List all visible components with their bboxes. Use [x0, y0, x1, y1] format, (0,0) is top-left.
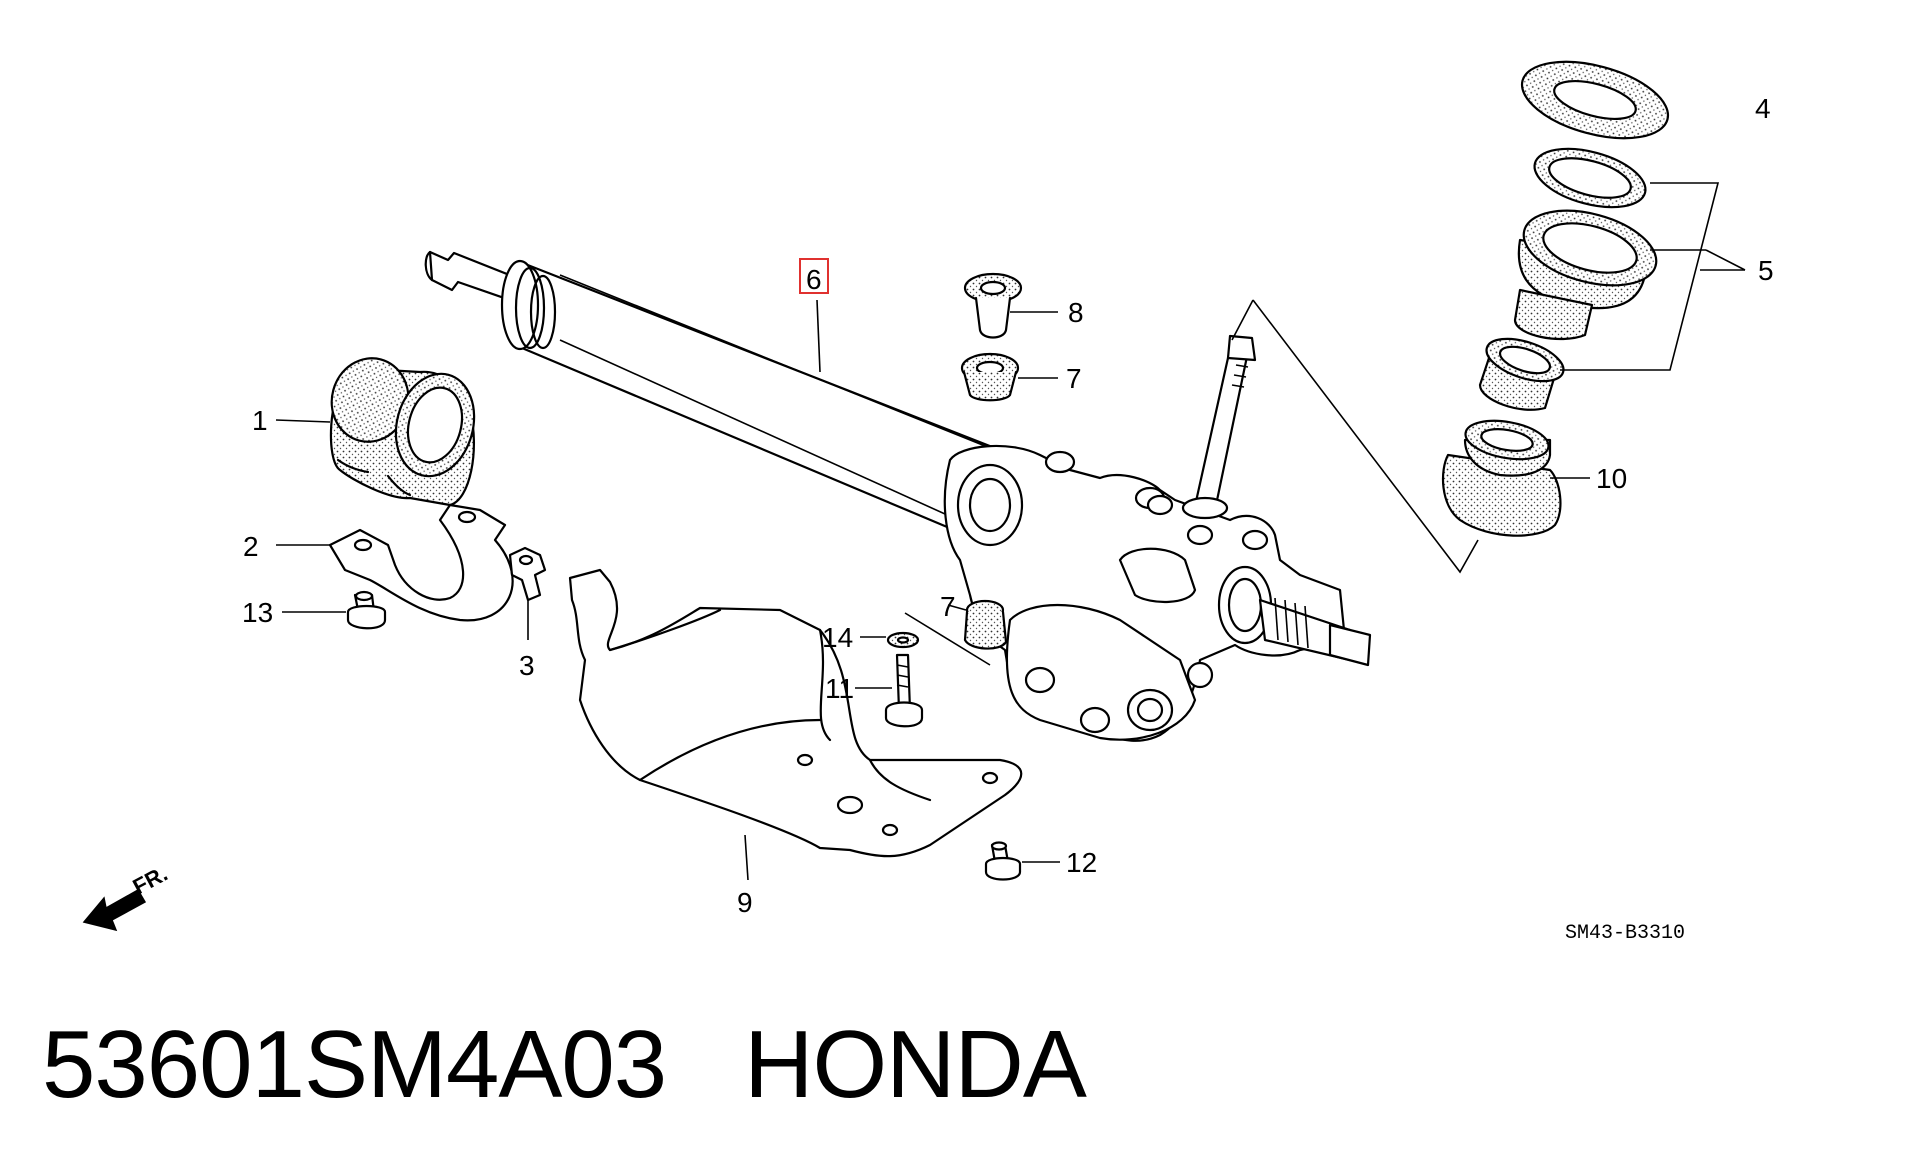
front-direction-arrow: FR.: [82, 861, 172, 932]
heat-shield-9: [568, 568, 1023, 881]
footer-caption: 53601SM4A03 HONDA: [42, 1010, 1087, 1120]
arrow-left-icon: [82, 888, 147, 932]
callout-7-lower: 7: [940, 591, 956, 622]
steering-rack-tube: [424, 250, 1002, 542]
callout-11: 11: [825, 673, 854, 704]
callout-2: 2: [243, 531, 259, 562]
callout-labels: 1 2 3 4 5 6 7 7 8 9 10 11 12 13 14: [242, 93, 1774, 918]
boot-10: [1442, 419, 1590, 537]
bearing-group-5: [1478, 147, 1746, 411]
grommet-7-upper: [960, 352, 1058, 402]
mount-bushing-1: [275, 357, 476, 507]
grommet-7-lower: [947, 599, 1008, 650]
callout-6: 6: [806, 264, 822, 295]
leader-6: [816, 299, 821, 373]
part-number: 53601SM4A03: [42, 1011, 667, 1118]
figure-code: SM43-B3310: [1565, 922, 1685, 945]
bushing-8: [963, 272, 1058, 339]
steering-gearbox: [943, 334, 1372, 742]
callout-14: 14: [822, 622, 853, 653]
bolt-11: [855, 653, 924, 728]
callout-4: 4: [1755, 93, 1771, 124]
callout-3: 3: [519, 650, 535, 681]
mount-bracket-2: [276, 503, 514, 622]
callout-12: 12: [1066, 847, 1097, 878]
leader-bracket-lines: [1231, 299, 1479, 574]
callout-1: 1: [252, 405, 268, 436]
callout-5: 5: [1758, 255, 1774, 286]
callout-7-upper: 7: [1066, 363, 1082, 394]
flange-bolt-12: [984, 841, 1060, 881]
callout-13: 13: [242, 597, 273, 628]
highlight-box: [799, 258, 829, 294]
callout-10: 10: [1596, 463, 1627, 494]
flange-bolt-13: [282, 590, 387, 630]
clip-3: [508, 546, 547, 640]
seal-4: [1520, 60, 1670, 140]
brand-name: HONDA: [744, 1011, 1087, 1118]
washer-14: [860, 612, 991, 666]
callout-8: 8: [1068, 297, 1084, 328]
callout-9: 9: [737, 887, 753, 918]
